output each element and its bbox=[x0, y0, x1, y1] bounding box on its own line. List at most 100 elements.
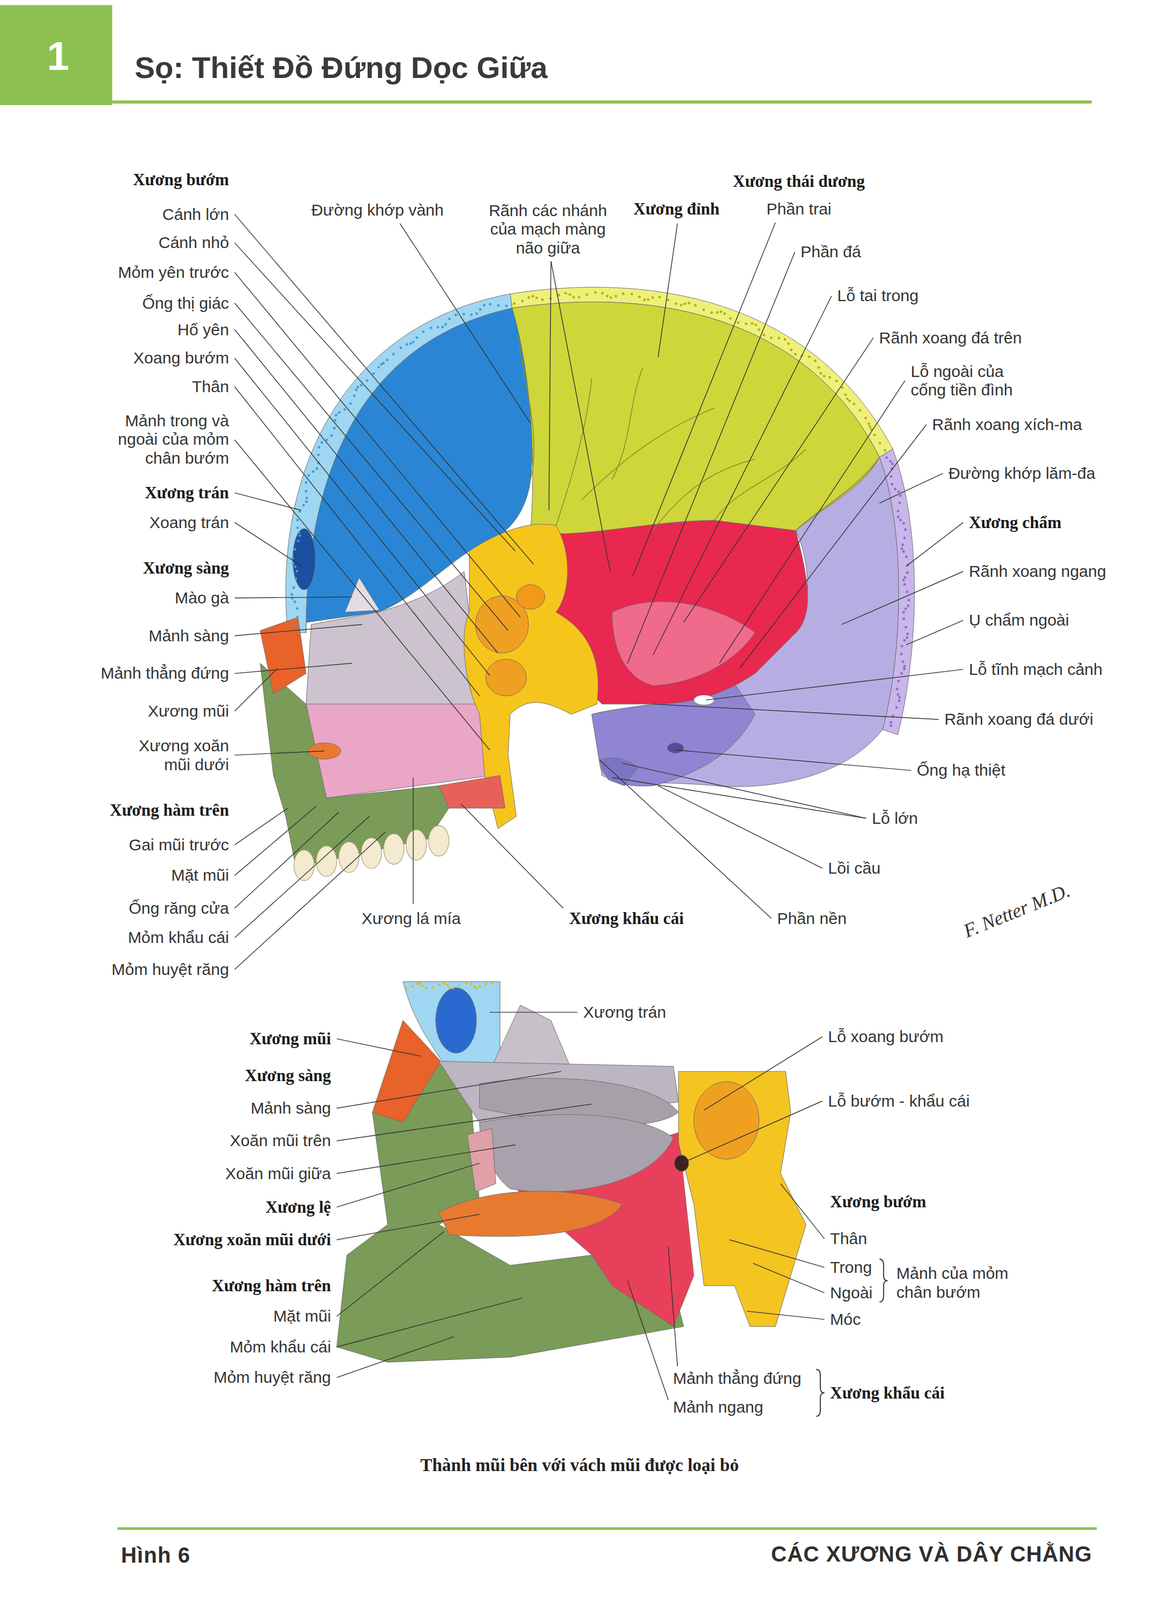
marrow-dot bbox=[750, 322, 754, 325]
marrow-dot bbox=[905, 555, 909, 559]
leader-line bbox=[729, 1239, 825, 1267]
marrow-dot bbox=[903, 575, 907, 579]
marrow-dot bbox=[899, 652, 903, 656]
marrow-dot bbox=[354, 388, 358, 391]
leader-line bbox=[681, 1100, 823, 1164]
marrow-dot bbox=[305, 496, 309, 500]
marrow-dot bbox=[906, 632, 910, 636]
part-label: Trong bbox=[828, 1257, 874, 1277]
dot-guide bbox=[886, 454, 907, 731]
marrow-dot bbox=[488, 302, 492, 306]
part-label: Xương lá mía bbox=[360, 908, 463, 928]
dot-guide bbox=[406, 984, 496, 986]
bone-name: Xương bướm bbox=[131, 170, 231, 190]
marrow-dot bbox=[845, 397, 849, 401]
leader-line bbox=[234, 242, 515, 551]
marrow-dot bbox=[702, 308, 705, 312]
marrow-dot bbox=[343, 408, 346, 411]
part-label: Ụ chẩm ngoài bbox=[967, 610, 1071, 630]
part-label: Mặt mũi bbox=[271, 1306, 333, 1326]
marrow-dot bbox=[897, 699, 901, 703]
marrow-dot bbox=[365, 379, 369, 382]
marrow-dot bbox=[475, 986, 479, 990]
part-label: Cánh nhỏ bbox=[157, 233, 231, 253]
leader-line bbox=[234, 492, 301, 511]
marrow-dot bbox=[719, 310, 723, 313]
marrow-dot bbox=[900, 671, 904, 675]
leader-line bbox=[234, 812, 339, 909]
marrow-dot bbox=[903, 582, 906, 586]
part-label: Đường khớp vành bbox=[309, 200, 446, 220]
marrow-dot bbox=[848, 399, 852, 403]
sphenoid-sinus-lower bbox=[485, 658, 527, 696]
marrow-dot bbox=[386, 358, 389, 362]
marrow-dot bbox=[372, 371, 376, 375]
marrow-dot bbox=[445, 983, 449, 986]
marrow-dot bbox=[651, 296, 655, 299]
part-label: Mào gà bbox=[173, 588, 231, 608]
leader-line bbox=[234, 624, 363, 636]
part-label: Mảnh sàng bbox=[249, 1098, 333, 1118]
tooth bbox=[406, 829, 427, 861]
marrow-dot bbox=[898, 494, 902, 498]
marrow-dot bbox=[572, 295, 576, 299]
leader-line bbox=[599, 760, 772, 919]
leader-line bbox=[336, 1144, 516, 1174]
dot-guide bbox=[294, 302, 511, 623]
leader-line bbox=[706, 669, 964, 701]
leader-line bbox=[336, 1213, 480, 1240]
section-name: CÁC XƯƠNG VÀ DÂY CHẰNG bbox=[769, 1540, 1094, 1566]
bone-name: Xương hàm trên bbox=[210, 1275, 333, 1296]
part-label: Rãnh các nhánh của mạch màng não giữa bbox=[474, 201, 622, 258]
marrow-dot bbox=[893, 487, 897, 491]
tooth bbox=[383, 833, 405, 865]
leader-line bbox=[234, 522, 302, 567]
marrow-dot bbox=[817, 366, 821, 369]
bone-name: Xương thái dương bbox=[731, 172, 867, 192]
skull-section bbox=[260, 286, 915, 881]
nasal-bone bbox=[372, 1020, 441, 1122]
ethmoid-bone bbox=[305, 571, 480, 715]
leader-line bbox=[234, 596, 352, 598]
marrow-dot bbox=[728, 316, 732, 320]
part-label: Ống thị giác bbox=[140, 293, 231, 313]
leader-line bbox=[234, 439, 490, 750]
marrow-dot bbox=[901, 660, 905, 663]
leader-line bbox=[683, 337, 874, 623]
marrow-dot bbox=[593, 290, 597, 294]
marrow-dot bbox=[614, 294, 618, 298]
marrow-dot bbox=[292, 586, 296, 590]
frontal-sinus bbox=[292, 528, 316, 590]
marrow-dot bbox=[680, 303, 683, 307]
marrow-dot bbox=[577, 295, 581, 299]
marrow-dot bbox=[457, 983, 461, 987]
marrow-dot bbox=[377, 366, 381, 369]
marrow-dot bbox=[622, 292, 625, 296]
marrow-dot bbox=[527, 296, 531, 299]
marrow-dot bbox=[813, 359, 817, 363]
leader-line bbox=[652, 703, 939, 720]
vessel-groove bbox=[556, 367, 715, 526]
bone-name: Xương sàng bbox=[141, 558, 231, 579]
tooth bbox=[361, 837, 382, 869]
leader-line bbox=[746, 1310, 825, 1319]
marrow-dot bbox=[898, 695, 901, 699]
curly-bracket bbox=[816, 1368, 825, 1416]
marrow-dot bbox=[647, 298, 650, 302]
part-label: Rãnh xoang ngang bbox=[967, 562, 1108, 581]
marrow-dot bbox=[905, 571, 909, 574]
marrow-dot bbox=[330, 434, 333, 437]
leader-line bbox=[412, 777, 414, 905]
marrow-dot bbox=[430, 985, 434, 989]
marrow-dot bbox=[405, 342, 409, 346]
marrow-dot bbox=[757, 328, 761, 331]
marrow-dot bbox=[482, 303, 486, 307]
marrow-dot bbox=[745, 322, 748, 325]
leader-line bbox=[234, 357, 490, 676]
marrow-dot bbox=[512, 302, 516, 305]
marrow-dot bbox=[409, 342, 413, 345]
bone-name: Xương trán bbox=[142, 482, 231, 503]
marrow-dot bbox=[311, 469, 315, 473]
part-label: Mỏm khẩu cái bbox=[228, 1337, 333, 1357]
leader-line bbox=[336, 1070, 562, 1108]
